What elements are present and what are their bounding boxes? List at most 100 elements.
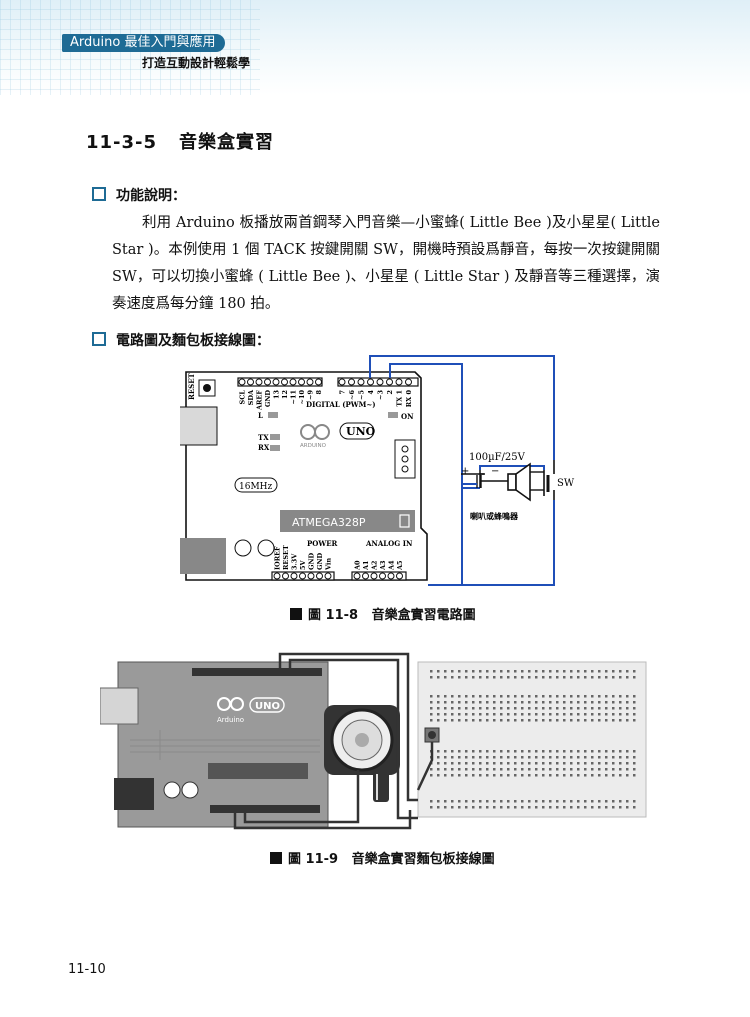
breadboard-hole — [500, 768, 503, 771]
breadboard-hole — [472, 762, 475, 765]
breadboard-hole — [598, 719, 601, 722]
chip-photo — [208, 763, 308, 779]
breadboard-hole — [458, 670, 461, 673]
breadboard-hole — [500, 800, 503, 803]
breadboard-hole — [612, 719, 615, 722]
breadboard-hole — [542, 774, 545, 777]
breadboard-hole — [633, 762, 636, 765]
function-description: 利用 Arduino 板播放兩首鋼琴入門音樂—小蜜蜂( Little Bee )… — [112, 210, 660, 318]
breadboard-hole — [500, 713, 503, 716]
breadboard-hole — [584, 768, 587, 771]
breadboard-hole — [507, 756, 510, 759]
breadboard-hole — [577, 676, 580, 679]
breadboard-hole — [507, 774, 510, 777]
breadboard-hole — [612, 713, 615, 716]
breadboard-hole — [535, 701, 538, 704]
breadboard-hole — [563, 800, 566, 803]
breadboard-hole — [507, 676, 510, 679]
breadboard-hole — [633, 701, 636, 704]
breadboard-hole — [619, 701, 622, 704]
breadboard-hole — [521, 774, 524, 777]
breadboard-hole — [535, 756, 538, 759]
breadboard-hole — [598, 806, 601, 809]
breadboard-hole — [430, 707, 433, 710]
breadboard-hole — [528, 695, 531, 698]
breadboard-hole — [514, 695, 517, 698]
breadboard-hole — [528, 713, 531, 716]
breadboard-hole — [570, 768, 573, 771]
breadboard-hole — [437, 750, 440, 753]
breadboard-hole — [486, 695, 489, 698]
breadboard-hole — [500, 719, 503, 722]
breadboard-hole — [500, 695, 503, 698]
breadboard-hole — [584, 756, 587, 759]
breadboard-hole — [626, 800, 629, 803]
breadboard-hole — [472, 750, 475, 753]
breadboard-hole — [507, 768, 510, 771]
breadboard-hole — [444, 750, 447, 753]
breadboard-hole — [570, 806, 573, 809]
breadboard-hole — [458, 713, 461, 716]
breadboard-hole — [633, 806, 636, 809]
led-rx-label: RX — [258, 443, 270, 452]
analog-label: ANALOG IN — [365, 539, 413, 548]
reset-label: RESET — [187, 372, 196, 400]
breadboard-hole — [479, 670, 482, 673]
breadboard-hole — [612, 676, 615, 679]
breadboard-hole — [619, 806, 622, 809]
breadboard-hole — [465, 719, 468, 722]
breadboard-hole — [598, 756, 601, 759]
breadboard-hole — [500, 774, 503, 777]
breadboard-hole — [535, 676, 538, 679]
breadboard-hole — [493, 768, 496, 771]
breadboard-hole — [605, 701, 608, 704]
breadboard-hole — [549, 774, 552, 777]
breadboard-hole — [465, 762, 468, 765]
pin-label: SCL — [239, 390, 247, 405]
breadboard-hole — [493, 695, 496, 698]
breadboard-hole — [528, 774, 531, 777]
breadboard-hole — [577, 695, 580, 698]
header-pin — [376, 378, 384, 386]
pin-label: A5 — [396, 560, 404, 571]
breadboard-hole — [633, 768, 636, 771]
breadboard-hole — [542, 762, 545, 765]
led-on-label: ON — [401, 412, 414, 421]
breadboard-hole — [451, 707, 454, 710]
breadboard-hole — [486, 713, 489, 716]
breadboard-hole — [521, 756, 524, 759]
breadboard-hole — [549, 695, 552, 698]
square-bullet-icon — [92, 332, 106, 346]
breadboard-hole — [633, 713, 636, 716]
breadboard-hole — [605, 750, 608, 753]
breadboard-hole — [514, 701, 517, 704]
header-pin — [396, 572, 403, 580]
breadboard-hole — [626, 707, 629, 710]
breadboard-hole — [619, 707, 622, 710]
breadboard-hole — [458, 701, 461, 704]
header-pin — [387, 572, 395, 580]
breadboard-hole — [507, 719, 510, 722]
breadboard-hole — [563, 762, 566, 765]
breadboard-hole — [444, 670, 447, 673]
breadboard-hole — [514, 774, 517, 777]
breadboard-hole — [472, 800, 475, 803]
electrolytic-capacitor-photo — [373, 772, 389, 802]
header-pin — [353, 572, 361, 580]
breadboard-hole — [472, 768, 475, 771]
breadboard-hole — [612, 750, 615, 753]
breadboard-hole — [507, 806, 510, 809]
breadboard-hole — [451, 768, 454, 771]
breadboard-hole — [458, 768, 461, 771]
breadboard-hole — [556, 774, 559, 777]
breadboard-hole — [619, 719, 622, 722]
breadboard-hole — [605, 768, 608, 771]
breadboard-hole — [556, 768, 559, 771]
arduino-logo-icon — [300, 424, 330, 440]
breadboard-hole — [563, 713, 566, 716]
breadboard-hole — [500, 701, 503, 704]
breadboard-hole — [479, 800, 482, 803]
breadboard-hole — [500, 707, 503, 710]
